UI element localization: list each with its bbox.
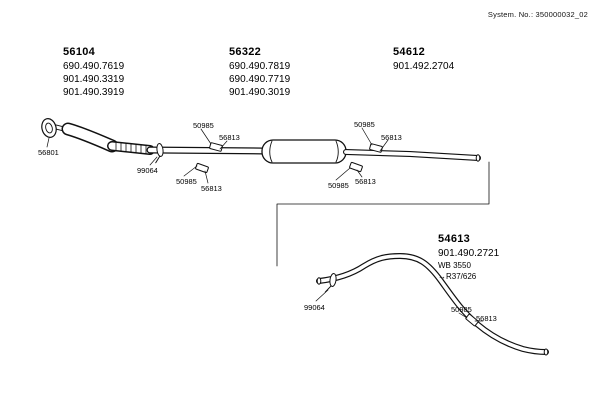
callout-hanger-b1: 50985 <box>176 177 197 186</box>
pipe-clamp-lower-icon <box>324 273 337 293</box>
part-number: 690.490.7819 <box>229 61 291 72</box>
hanger-bracket-c-icon <box>369 143 383 153</box>
hanger-bracket-b-icon <box>195 162 209 174</box>
pipe-clamp-upper-icon <box>155 143 164 164</box>
part-group-54613: 54613 901.490.2721 WB 3550 →R37/626 <box>438 233 499 282</box>
callout-hanger-d1: 50985 <box>328 181 349 190</box>
part-group-56104: 56104 690.490.7619 901.490.3319 901.490.… <box>63 46 124 99</box>
corrugation-ticks <box>115 141 147 155</box>
part-number: 690.490.7719 <box>229 74 291 85</box>
leader-lines <box>46 127 484 322</box>
group-id: 56322 <box>229 46 262 58</box>
callout-hanger-c1: 50985 <box>354 120 375 129</box>
flange-ring-icon <box>41 118 57 138</box>
part-number: 901.490.2721 <box>438 248 500 259</box>
part-number: 901.492.2704 <box>393 61 455 72</box>
tail-pipe-open-end <box>475 154 481 162</box>
part-number: 901.490.3019 <box>229 87 291 98</box>
part-number: 690.490.7619 <box>63 61 125 72</box>
hanger-bracket-e-icon <box>465 313 479 327</box>
wheelbase-note: WB 3550 <box>438 261 471 270</box>
callout-clamp-upper: 99064 <box>137 166 158 175</box>
system-number: System. No.: 350000032_02 <box>487 10 588 19</box>
reference-note: →R37/626 <box>438 272 477 281</box>
callout-hanger-a2: 56813 <box>219 133 240 142</box>
callout-hanger-e1: 50985 <box>451 305 472 314</box>
muffler <box>261 139 347 164</box>
callout-hanger-c2: 56813 <box>381 133 402 142</box>
callout-hanger-e2: 56813 <box>476 314 497 323</box>
front-exhaust-assembly <box>53 122 481 164</box>
callout-hanger-b2: 56813 <box>201 184 222 193</box>
callout-clamp-lower: 99064 <box>304 303 325 312</box>
callout-hanger-a1: 50985 <box>193 121 214 130</box>
callout-flange: 56801 <box>38 148 59 157</box>
part-group-54612: 54612 901.492.2704 <box>393 46 454 73</box>
group-id: 56104 <box>63 46 96 58</box>
rear-pipe-exit-end <box>543 348 549 356</box>
group-id: 54613 <box>438 233 471 245</box>
rear-exhaust-assembly <box>316 253 549 356</box>
group-id: 54612 <box>393 46 426 58</box>
hanger-bracket-d-icon <box>349 161 363 173</box>
part-group-56322: 56322 690.490.7819 690.490.7719 901.490.… <box>229 46 290 99</box>
hanger-bracket-a-icon <box>209 142 223 152</box>
rear-pipe-open-end <box>316 277 322 285</box>
continuation-reference-line <box>276 161 490 267</box>
callout-hanger-d2: 56813 <box>355 177 376 186</box>
part-number: 901.490.3319 <box>63 74 125 85</box>
part-number: 901.490.3919 <box>63 87 125 98</box>
